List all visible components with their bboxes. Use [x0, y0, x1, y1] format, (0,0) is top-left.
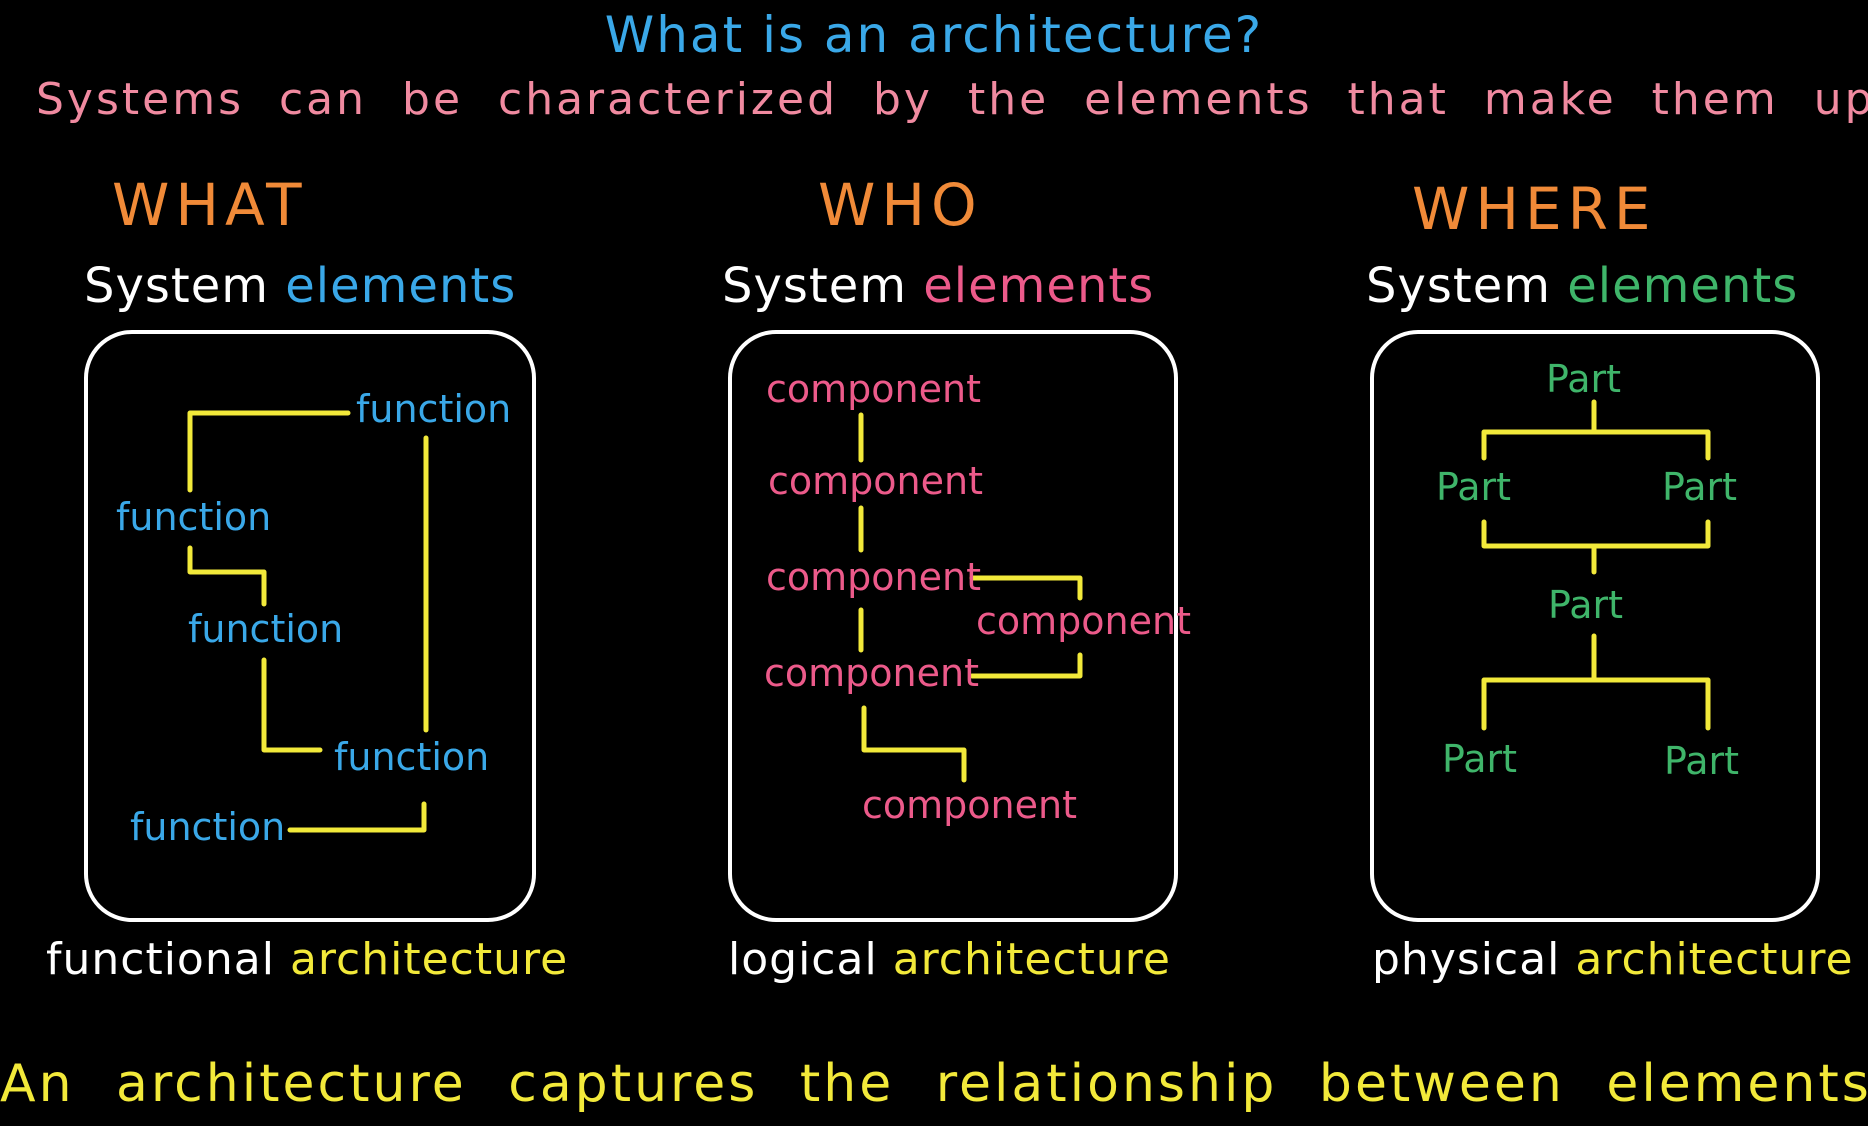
system-elements-label-what: System elements — [84, 262, 516, 310]
footer-caption: An architecture captures the relationshi… — [0, 1054, 1868, 1114]
connector-line — [187, 410, 351, 493]
page-subtitle: Systems can be characterized by the elem… — [36, 74, 1868, 125]
architecture-label-physical: physical architecture — [1372, 938, 1854, 982]
functional-architecture-box — [84, 330, 536, 922]
system-elements-label-where: System elements — [1366, 262, 1798, 310]
component-node: component — [976, 599, 1191, 643]
connector-line — [1481, 677, 1711, 731]
system-word: System — [84, 258, 269, 314]
connector-line — [261, 657, 323, 753]
system-word: System — [722, 258, 907, 314]
function-node: function — [334, 735, 490, 779]
component-node: component — [768, 459, 983, 503]
logical-architecture-box — [728, 330, 1178, 922]
system-word: System — [1366, 258, 1551, 314]
architecture-type: logical — [728, 934, 878, 985]
component-node: component — [766, 367, 981, 411]
heading-what: WHAT — [112, 171, 308, 239]
architecture-word: architecture — [892, 934, 1171, 985]
function-node: function — [130, 805, 286, 849]
function-node: function — [116, 495, 272, 539]
part-node: Part — [1548, 583, 1624, 627]
part-node: Part — [1546, 357, 1622, 401]
architecture-type: functional — [46, 934, 275, 985]
connector-line — [1481, 519, 1711, 549]
part-node: Part — [1664, 739, 1740, 783]
connector-line — [969, 652, 1083, 679]
architecture-type: physical — [1372, 934, 1561, 985]
connector-line — [187, 545, 267, 607]
connector-line — [969, 575, 1083, 601]
part-node: Part — [1436, 465, 1512, 509]
architecture-label-logical: logical architecture — [728, 938, 1171, 982]
elements-word: elements — [1567, 258, 1799, 314]
component-node: component — [862, 783, 1077, 827]
component-node: component — [764, 651, 979, 695]
function-node: function — [356, 387, 512, 431]
physical-architecture-box — [1370, 330, 1820, 922]
page-title: What is an architecture? — [604, 6, 1264, 64]
architecture-word: architecture — [289, 934, 569, 985]
connector-line — [287, 801, 427, 833]
connector-line — [1481, 429, 1711, 461]
architecture-label-functional: functional architecture — [46, 938, 568, 982]
heading-where: WHERE — [1412, 175, 1657, 243]
system-elements-label-who: System elements — [722, 262, 1154, 310]
elements-word: elements — [923, 258, 1155, 314]
architecture-word: architecture — [1575, 934, 1854, 985]
connector-line — [861, 705, 967, 783]
heading-who: WHO — [818, 171, 983, 239]
part-node: Part — [1442, 737, 1518, 781]
component-node: component — [766, 555, 981, 599]
part-node: Part — [1662, 465, 1738, 509]
elements-word: elements — [285, 258, 517, 314]
function-node: function — [188, 607, 344, 651]
